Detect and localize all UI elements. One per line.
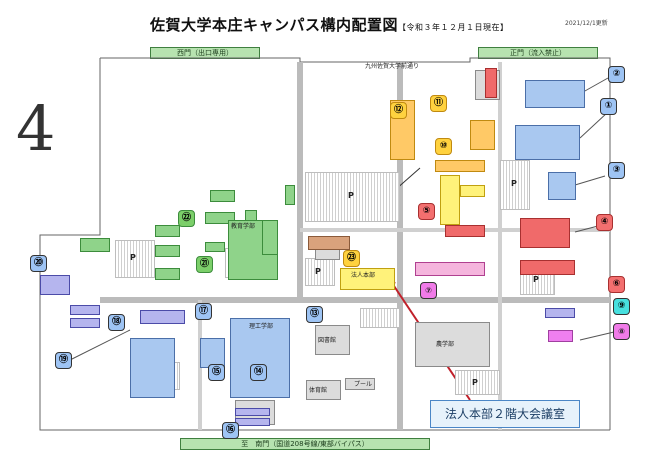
parking-lot-west: P [115, 240, 155, 278]
building-blue-east [515, 125, 580, 160]
marker-19[interactable]: ⑲ [55, 352, 72, 369]
marker-15[interactable]: ⑮ [208, 364, 225, 381]
building-lavender-5 [235, 418, 270, 426]
parking-lot-north-center: P [305, 172, 400, 222]
parking-lot-south-east: P [455, 370, 500, 395]
meeting-room-callout: 法人本部２階大会議室 [430, 400, 580, 428]
building-agri: 農学部 [415, 322, 490, 367]
update-date: 2021/12/1更新 [565, 20, 608, 27]
building-brown [308, 236, 350, 250]
building-green-9 [80, 238, 110, 252]
building-gym: 体育館 [306, 380, 341, 400]
building-library: 図書館 [315, 325, 350, 355]
marker-6[interactable]: ⑥ [608, 276, 625, 293]
marker-2[interactable]: ② [608, 66, 625, 83]
building-honbu: 法人本部 [340, 268, 395, 290]
building-science: 理工学部 [230, 318, 290, 398]
marker-3[interactable]: ③ [608, 162, 625, 179]
marker-8[interactable]: ⑧ [613, 323, 630, 340]
building-red-3 [520, 260, 575, 275]
parking-letter: P [130, 253, 136, 262]
building-green-5 [285, 185, 295, 205]
building-blue-sw [130, 338, 175, 398]
map-title-date: 【令和３年１２月１日現在】 [398, 23, 509, 32]
building-lavender-1 [140, 310, 185, 324]
marker-23[interactable]: ㉓ [343, 250, 360, 267]
marker-12[interactable]: ⑫ [390, 102, 407, 119]
building-lavender-2 [70, 305, 100, 315]
building-red-north [485, 68, 497, 98]
building-blue-north [525, 80, 585, 108]
marker-20[interactable]: ⑳ [30, 255, 47, 272]
building-pool: プール [345, 378, 375, 390]
building-blue-hex [548, 172, 576, 200]
marker-11[interactable]: ⑪ [430, 95, 447, 112]
road-top-label: 九州佐賀大学前通り [365, 63, 420, 70]
marker-9[interactable]: ⑨ [613, 298, 630, 315]
building-green-4 [262, 220, 278, 255]
marker-14[interactable]: ⑭ [250, 364, 267, 381]
marker-10[interactable]: ⑩ [435, 138, 452, 155]
education-label: 教育学部 [231, 223, 256, 230]
honbu-label: 法人本部 [351, 272, 376, 279]
building-blue-small [200, 338, 225, 368]
parking-lot-east: P [500, 160, 530, 210]
south-gate-label: 至 南門（国道208号線/東部バイパス） [180, 438, 430, 450]
map-title-main: 佐賀大学本庄キャンパス構内配置図 [150, 16, 399, 34]
building-green-8 [155, 268, 180, 280]
parking-lot-south [360, 308, 400, 328]
building-green-2 [205, 212, 235, 224]
building-green-7 [155, 245, 180, 257]
marker-17[interactable]: ⑰ [195, 303, 212, 320]
building-art [415, 262, 485, 276]
parking-lot-center: P [305, 258, 335, 286]
marker-21[interactable]: ㉑ [196, 256, 213, 273]
building-red-2 [520, 218, 570, 248]
map-title: 佐賀大学本庄キャンパス構内配置図【令和３年１２月１日現在】 [150, 14, 509, 35]
building-ec [70, 318, 100, 328]
building-red-1 [445, 225, 485, 237]
building-orange-3 [470, 120, 495, 150]
handwritten-number: 4 [16, 92, 56, 165]
building-yellow-1 [440, 175, 460, 225]
marker-22[interactable]: ㉒ [178, 210, 195, 227]
gym-label: 体育館 [309, 387, 328, 394]
marker-4[interactable]: ④ [596, 214, 613, 231]
building-purple [548, 330, 573, 342]
building-lavender-6 [545, 308, 575, 318]
parking-letter: P [511, 179, 517, 188]
parking-letter: P [472, 378, 478, 387]
parking-letter: P [533, 275, 539, 284]
parking-letter: P [348, 191, 354, 200]
library-label: 図書館 [318, 337, 337, 344]
marker-7[interactable]: ⑦ [420, 282, 437, 299]
science-label: 理工学部 [249, 323, 274, 330]
building-yellow-2 [460, 185, 485, 197]
building-lavender-3 [40, 275, 70, 295]
parking-letter: P [315, 267, 321, 276]
agri-label: 農学部 [436, 341, 455, 348]
building-green-6 [155, 225, 180, 237]
pool-label: プール [354, 381, 373, 388]
marker-18[interactable]: ⑱ [108, 314, 125, 331]
building-orange-2 [435, 160, 485, 172]
building-green-1 [210, 190, 235, 202]
marker-13[interactable]: ⑬ [306, 306, 323, 323]
building-lavender-4 [235, 408, 270, 416]
marker-16[interactable]: ⑯ [222, 422, 239, 439]
building-green-10 [205, 242, 225, 252]
marker-5[interactable]: ⑤ [418, 203, 435, 220]
marker-1[interactable]: ① [600, 98, 617, 115]
